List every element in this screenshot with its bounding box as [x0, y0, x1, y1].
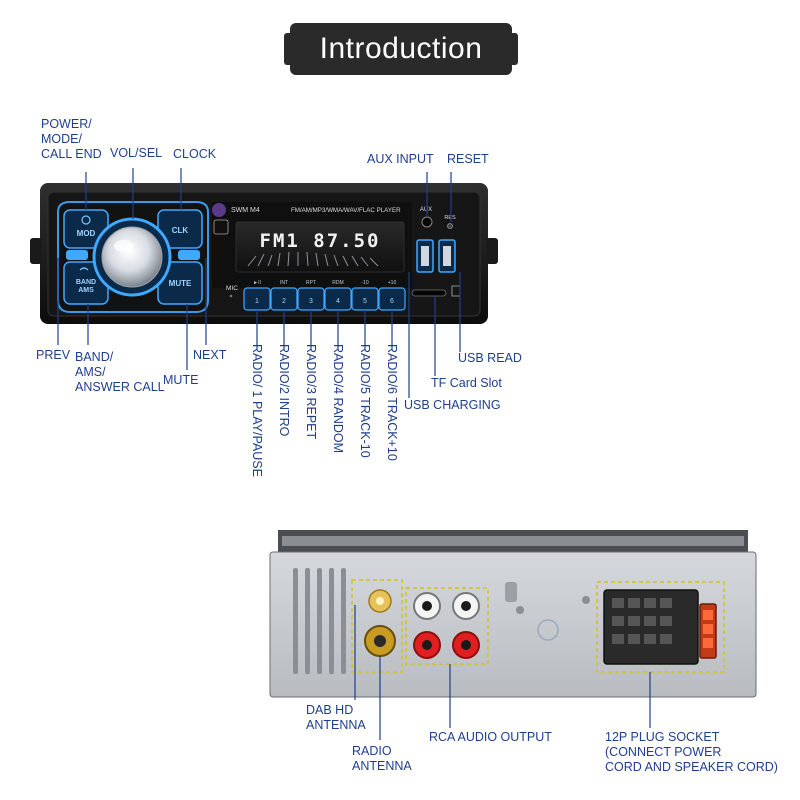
- title-notch-right: [512, 33, 518, 65]
- usb-charging-label: USB CHARGING: [404, 398, 501, 412]
- chassis-top-strip: [282, 536, 744, 546]
- knob-highlight: [114, 240, 134, 252]
- preset-label-3: RPT: [306, 280, 316, 286]
- display-area: SWM M4 FM/AM/MP3/WMA/WAV/FLAC PLAYER FM1…: [212, 202, 412, 288]
- aux-input-label: AUX INPUT: [367, 152, 434, 166]
- tf-card-slot-label: TF Card Slot: [431, 376, 502, 390]
- reset-pin[interactable]: [447, 223, 453, 229]
- antenna-connectors: [351, 579, 403, 673]
- side-indicator-icon: [213, 219, 229, 235]
- usb-port-charging-tongue: [421, 246, 429, 266]
- next-button[interactable]: [178, 250, 200, 260]
- preset-label-1: ►II: [253, 280, 261, 286]
- preset-num-2: 2: [282, 298, 286, 305]
- reset-label: RESET: [447, 152, 489, 166]
- title-notch-left: [284, 33, 290, 65]
- prev-label: PREV: [36, 348, 71, 362]
- dab-antenna-label: DAB HD ANTENNA: [306, 703, 366, 732]
- preset-num-3: 3: [309, 298, 313, 305]
- mod-label: MOD: [77, 229, 96, 238]
- preset-label-4: RDM: [332, 280, 343, 286]
- rca-output-label: RCA AUDIO OUTPUT: [429, 730, 552, 744]
- title-badge: Introduction: [284, 23, 518, 75]
- rear-chassis: [269, 530, 757, 698]
- radio-antenna-socket: [374, 635, 386, 647]
- plug-socket: [596, 581, 725, 673]
- side-clip-left: [30, 238, 42, 264]
- radio3-label: RADIO/3 REPET: [304, 344, 318, 440]
- next-label: NEXT: [193, 348, 227, 362]
- lcd-readout: FM1 87.50: [260, 230, 381, 252]
- rca-callout-box: [405, 587, 489, 665]
- tf-card-slot[interactable]: [411, 289, 447, 297]
- antenna-callout-box: [351, 579, 403, 673]
- port-area: AUX RES: [411, 207, 461, 297]
- volume-knob[interactable]: [101, 226, 163, 288]
- screw-hole-1: [582, 596, 590, 604]
- radio-antenna-label: RADIO ANTENNA: [352, 744, 412, 773]
- band-ams-label: BAND/ AMS/ ANSWER CALL: [75, 350, 165, 394]
- rear-leader-lines: [354, 605, 651, 740]
- radio2-label: RADIO/2 INTRO: [277, 344, 291, 437]
- preset-num-5: 5: [363, 298, 367, 305]
- preset-num-6: 6: [390, 298, 394, 305]
- preset-num-4: 4: [336, 298, 340, 305]
- clock-label: CLOCK: [173, 147, 217, 161]
- radio4-label: RADIO/4 RANDOM: [331, 344, 345, 454]
- page-title: Introduction: [319, 32, 483, 65]
- preset-label-2: INT: [280, 280, 288, 286]
- vent-slots: [293, 568, 346, 674]
- spectrum-bars: [247, 251, 379, 267]
- side-clip-right: [486, 238, 498, 264]
- preset-buttons: ►II 1 INT 2 RPT 3 RDM 4 -10 5: [243, 280, 406, 311]
- radio5-label: RADIO/5 TRACK-10: [358, 344, 372, 458]
- formats-text: FM/AM/MP3/WMA/WAV/FLAC PLAYER: [291, 207, 401, 214]
- preset-label-5: -10: [361, 280, 368, 286]
- vol-sel-label: VOL/SEL: [110, 146, 163, 160]
- aux-jack[interactable]: [421, 216, 433, 228]
- iso-connector-body[interactable]: [603, 589, 699, 665]
- aux-label: AUX: [420, 207, 432, 213]
- mic-label: MIC: [226, 285, 238, 292]
- usb-port-read-tongue: [443, 246, 451, 266]
- lcd-screen: [235, 221, 405, 273]
- plug-callout-box: [596, 581, 725, 673]
- phone-icon: [79, 267, 89, 271]
- front-leader-lines: [57, 168, 461, 398]
- bracket-tab: [505, 582, 517, 602]
- radio6-label: RADIO/6 TRACK+10: [385, 344, 399, 461]
- clk-label: CLK: [172, 226, 189, 235]
- mic-hole: [229, 294, 233, 298]
- dab-antenna-pin: [376, 597, 384, 605]
- power-icon: [81, 215, 91, 225]
- bt-indicator-icon: [212, 203, 226, 217]
- plug-socket-label: 12P PLUG SOCKET (CONNECT POWER CORD AND …: [605, 730, 778, 774]
- prev-button[interactable]: [66, 250, 88, 260]
- mute-callout-label: MUTE: [163, 373, 199, 387]
- power-mode-label: POWER/ MODE/ CALL END: [41, 117, 102, 161]
- logo-mark-icon: [537, 619, 559, 641]
- iso-connector-pins: [612, 598, 672, 644]
- screw-hole-2: [516, 606, 524, 614]
- mute-label: MUTE: [169, 279, 192, 288]
- preset-label-6: +10: [388, 280, 397, 286]
- res-label: RES: [444, 215, 456, 221]
- usb-read-label: USB READ: [458, 351, 522, 365]
- model-text: SWM M4: [231, 207, 260, 214]
- preset-num-1: 1: [255, 298, 259, 305]
- radio1-label: RADIO/ 1 PLAY/PAUSE: [250, 344, 264, 477]
- rca-outputs: [405, 587, 489, 665]
